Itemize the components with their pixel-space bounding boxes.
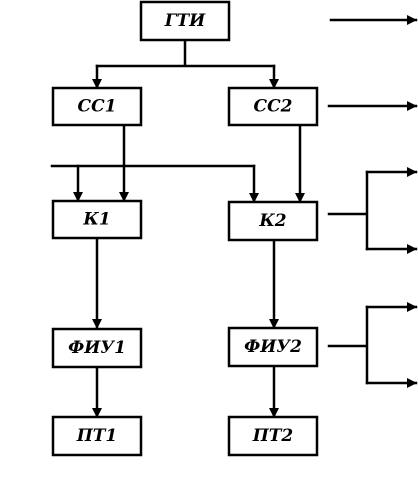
block-ss2: СС2 <box>227 86 319 127</box>
block-fiu2-label: ФИУ2 <box>244 337 302 357</box>
wire-ss1-bus <box>50 123 256 168</box>
block-gti-label: ГТИ <box>164 11 206 31</box>
block-fiu1: ФИУ1 <box>51 327 143 369</box>
block-k1: К1 <box>51 199 143 240</box>
wire-gti-bus <box>95 38 276 68</box>
block-pt2: ПТ2 <box>227 415 319 457</box>
block-pt2-label: ПТ2 <box>252 426 294 446</box>
block-pt1-label: ПТ1 <box>76 426 118 446</box>
block-k2-label: К2 <box>258 211 286 231</box>
block-ss2-label: СС2 <box>254 97 293 117</box>
output-fiu2-fork <box>327 305 369 385</box>
output-k2-fork <box>327 170 369 251</box>
block-pt1: ПТ1 <box>51 415 143 457</box>
block-k1-label: К1 <box>82 210 110 230</box>
block-ss1: СС1 <box>51 86 143 127</box>
block-fiu2: ФИУ2 <box>227 326 319 368</box>
connections <box>50 15 418 419</box>
block-gti: ГТИ <box>139 0 231 42</box>
block-ss1-label: СС1 <box>78 97 117 117</box>
block-k2: К2 <box>227 200 319 242</box>
block-fiu1-label: ФИУ1 <box>68 338 126 358</box>
